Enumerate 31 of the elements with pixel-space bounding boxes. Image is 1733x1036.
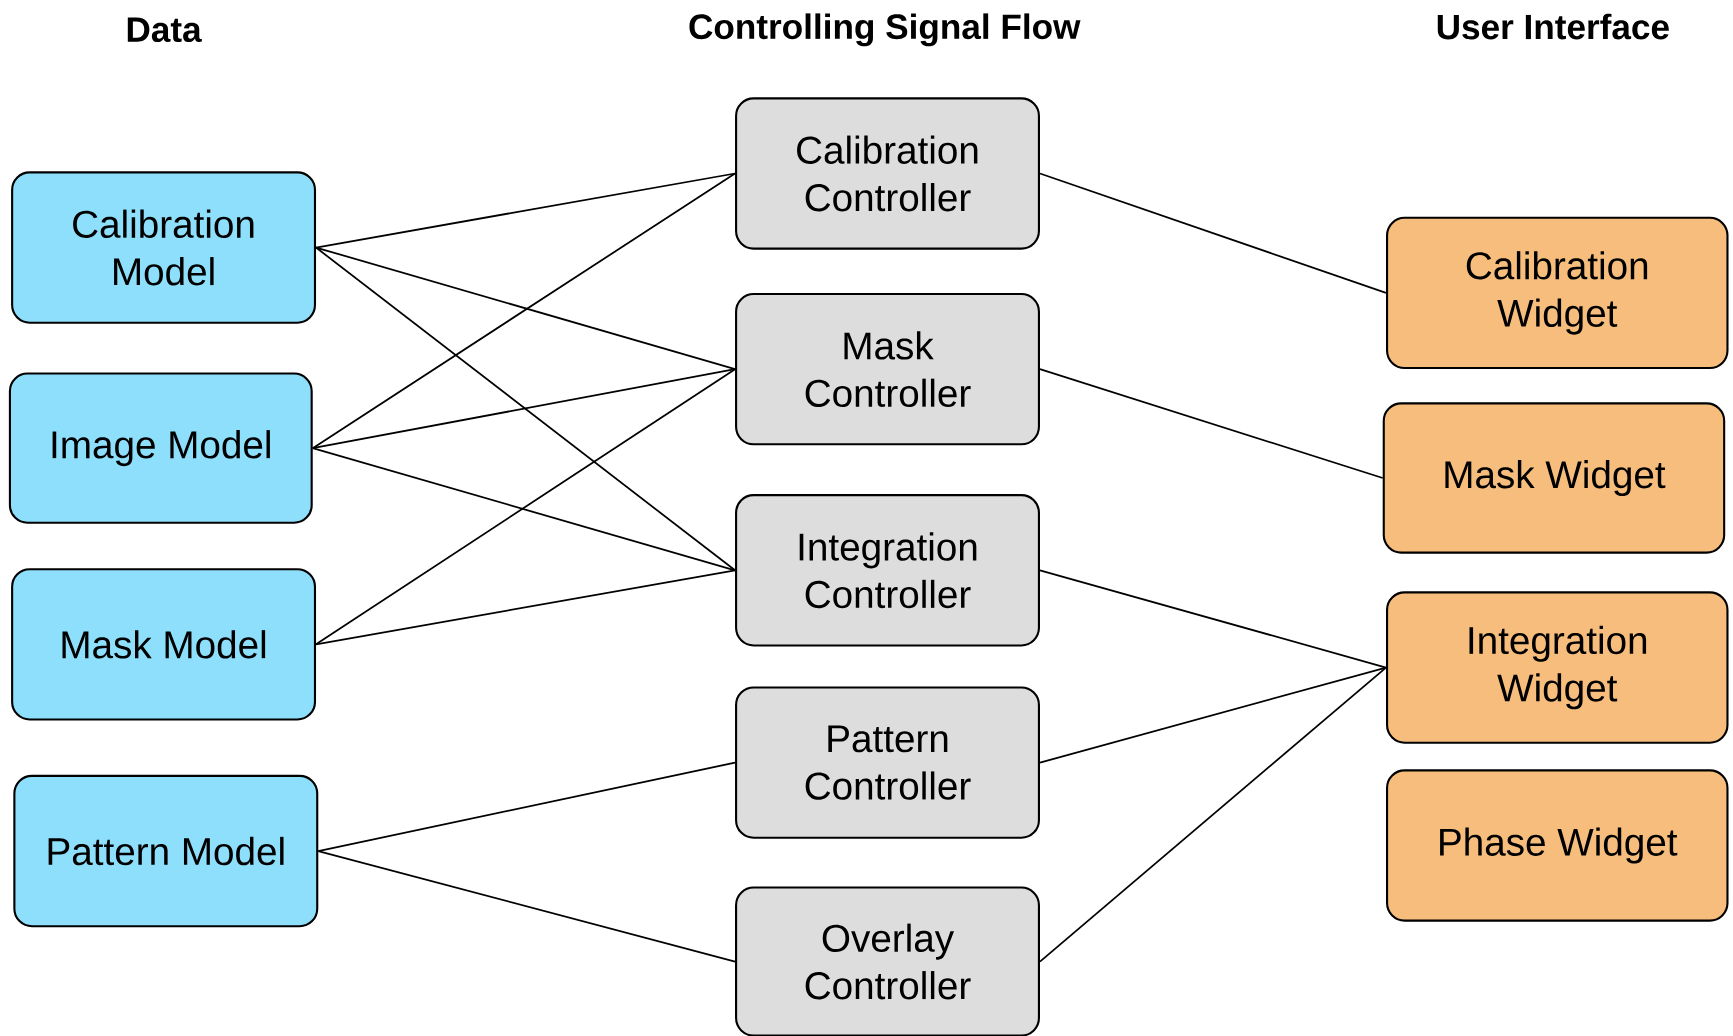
column-heading: User Interface [1437,13,1669,40]
widget-box: Integration Widget [1386,591,1729,744]
connector-line [1039,368,1384,479]
controller-box: Mask Controller [735,292,1040,446]
widget-box: Phase Widget [1386,769,1729,922]
column-heading: Controlling Signal Flow [689,13,1081,47]
controller-box: Overlay Controller [735,886,1040,1036]
connector-line [311,172,736,449]
widget-box: Mask Widget [1382,402,1726,554]
connector-line [317,761,736,852]
connector-line [311,447,736,572]
widget-box: Calibration Widget [1386,216,1729,370]
connector-line [311,368,736,449]
controller-box: Integration Controller [735,494,1040,647]
model-box: Mask Model [11,568,317,721]
column-heading: Data [127,17,202,43]
connector-line [315,569,736,646]
connector-line [315,368,736,646]
model-box: Pattern Model [13,774,319,928]
connector-line [315,172,736,249]
model-box: Calibration Model [11,171,317,324]
connector-line [1039,666,1387,963]
connector-line [1039,172,1387,294]
controller-box: Pattern Controller [735,686,1040,839]
controller-box: Calibration Controller [735,97,1040,250]
connector-line [1039,569,1387,669]
connector-line [315,246,736,572]
connector-line [317,850,736,963]
model-box: Image Model [8,372,313,524]
connector-line [315,246,736,370]
connector-line [1039,666,1387,764]
